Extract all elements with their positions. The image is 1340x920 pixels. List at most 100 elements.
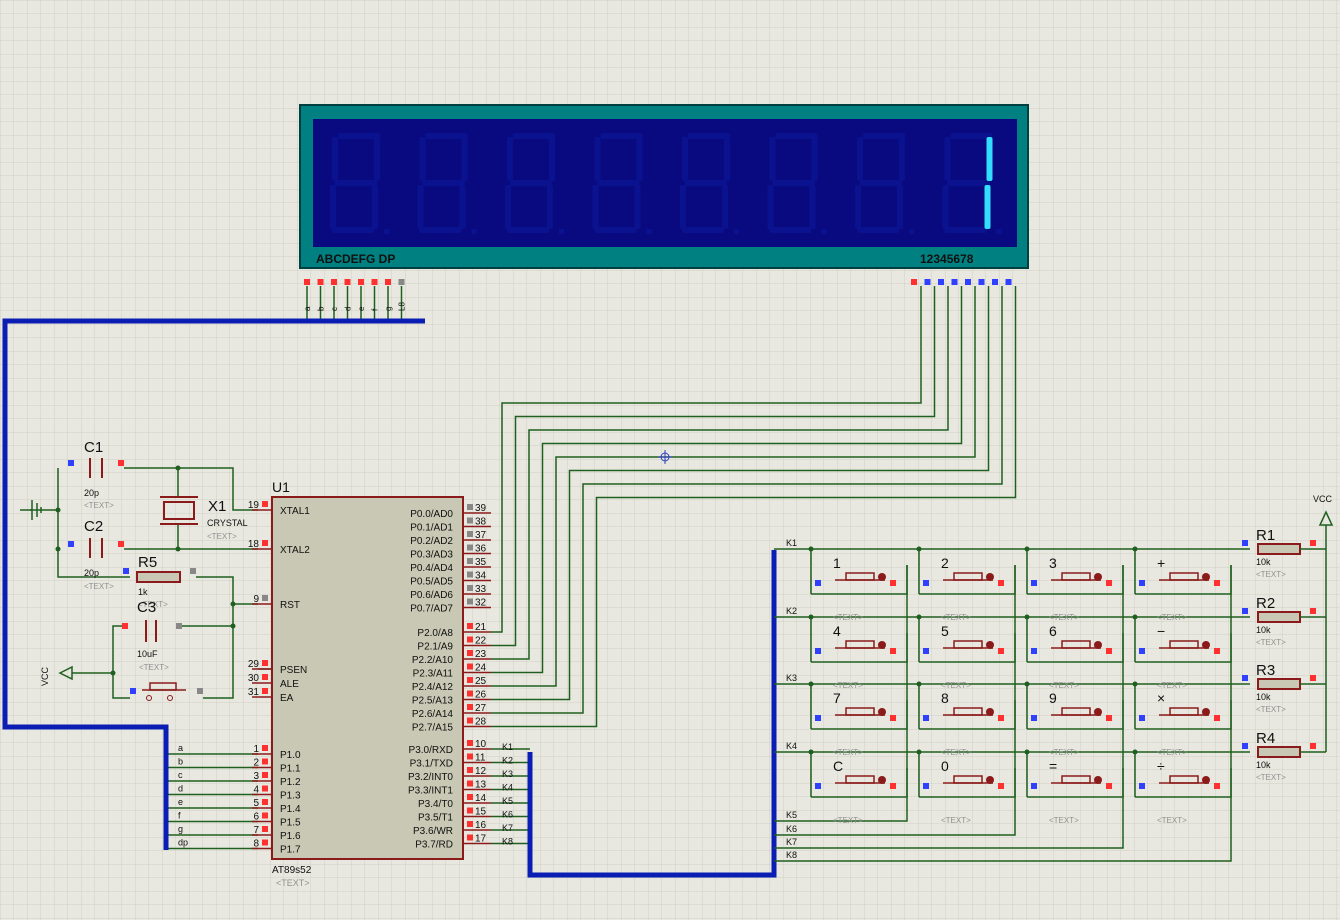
key-1-1[interactable]: 5<TEXT> xyxy=(916,614,1016,691)
capacitor-c1[interactable]: C1 20p <TEXT> xyxy=(68,439,124,510)
key-pin xyxy=(1214,783,1220,789)
mcu-pin-name: P0.1/AD1 xyxy=(410,523,453,534)
junction-dot xyxy=(110,670,116,676)
digit-3-segment-d xyxy=(507,227,549,233)
junction-dot xyxy=(175,465,181,471)
key-2-3[interactable]: ×<TEXT> xyxy=(1132,681,1232,758)
mcu-pin-name: P1.2 xyxy=(280,777,301,788)
r5-ref: R5 xyxy=(138,554,157,571)
mcu-pin-number: 2 xyxy=(253,758,259,769)
digit-4-segment-g xyxy=(597,180,640,186)
key-3-3[interactable]: ÷<TEXT> xyxy=(1132,749,1232,826)
mcu-pin-name: P1.7 xyxy=(280,845,301,856)
key-0-0[interactable]: 1<TEXT> xyxy=(808,546,908,623)
pullup-pin xyxy=(1310,540,1316,546)
mcu-pin-name: P1.6 xyxy=(280,831,301,842)
key-wire xyxy=(811,633,908,663)
resistor-r5[interactable]: R5 1k <TEXT> xyxy=(123,554,196,609)
digit-3-segment-c xyxy=(547,185,553,229)
c3-left xyxy=(112,625,122,673)
segment-pin-L8 xyxy=(398,279,405,285)
key-indicator xyxy=(986,573,994,581)
digit-1-segment-d xyxy=(332,227,374,233)
mcu-pin-name: P2.7/A15 xyxy=(412,723,454,734)
junction-dot xyxy=(808,749,814,755)
mcu-pin-marker xyxy=(262,745,268,751)
mcu-pin-marker xyxy=(262,785,268,792)
mcu-pin-name: P2.4/A12 xyxy=(412,682,454,693)
mcu-pin-marker xyxy=(262,595,268,601)
c3-ref: C3 xyxy=(137,599,156,616)
key-0-2[interactable]: 3<TEXT> xyxy=(1024,546,1124,623)
key-0-3[interactable]: +<TEXT> xyxy=(1132,546,1232,623)
key-3-2[interactable]: =<TEXT> xyxy=(1024,749,1124,826)
mcu-pin-name: PSEN xyxy=(280,665,307,676)
mcu-pin-name: XTAL2 xyxy=(280,545,310,556)
digit-5-segment-a xyxy=(688,133,730,139)
digit-8-segment-g xyxy=(947,180,990,186)
key-pin xyxy=(1214,648,1220,654)
crystal-x1[interactable]: X1 CRYSTAL <TEXT> xyxy=(160,496,248,541)
key-pin xyxy=(923,715,929,721)
capacitor-c3[interactable]: C3 10uF <TEXT> xyxy=(122,599,182,672)
mcu-pin-marker xyxy=(467,677,473,683)
junction-dot xyxy=(1024,546,1030,552)
key-wire xyxy=(1135,633,1232,663)
key-0-1[interactable]: 2<TEXT> xyxy=(916,546,1016,623)
key-1-0[interactable]: 4<TEXT> xyxy=(808,614,908,691)
mcu-pin-marker xyxy=(467,531,473,537)
key-2-1[interactable]: 8<TEXT> xyxy=(916,681,1016,758)
p1-net-label: c xyxy=(178,770,183,780)
key-3-1[interactable]: 0<TEXT> xyxy=(916,749,1016,826)
mcu-pin-marker xyxy=(467,767,473,773)
pullup-r4[interactable] xyxy=(1257,746,1301,758)
junction-dot xyxy=(1024,681,1030,687)
capacitor-c2[interactable]: C2 20p <TEXT> xyxy=(68,518,124,591)
key-3-0[interactable]: C<TEXT> xyxy=(808,749,908,826)
mcu-pin-number: 25 xyxy=(475,676,487,687)
key-label: 9 xyxy=(1049,690,1057,706)
key-wire xyxy=(811,700,908,730)
wires xyxy=(30,286,1017,850)
pullup-resistors: R110k<TEXT>R210k<TEXT>R310k<TEXT>R410k<T… xyxy=(1242,525,1327,782)
key-label: = xyxy=(1049,758,1057,774)
mcu-pin-marker xyxy=(467,834,473,841)
key-text: <TEXT> xyxy=(1049,748,1079,757)
mcu-pin-name: P1.3 xyxy=(280,791,301,802)
p3-net-label: K2 xyxy=(502,756,513,766)
pullup-r2[interactable] xyxy=(1257,611,1301,623)
key-2-0[interactable]: 7<TEXT> xyxy=(808,681,908,758)
key-2-2[interactable]: 9 <TEXT> xyxy=(1024,681,1124,758)
r5-value: 1k xyxy=(138,587,148,597)
pullup-r3[interactable] xyxy=(1257,678,1301,690)
mcu-pin-name: P1.4 xyxy=(280,804,301,815)
mcu-pin-marker xyxy=(467,663,473,670)
reset-button[interactable] xyxy=(130,682,203,701)
key-indicator xyxy=(1202,573,1210,581)
pullup-r1[interactable] xyxy=(1257,543,1301,555)
key-pin xyxy=(1106,580,1112,586)
ground-symbol xyxy=(20,500,42,520)
mcu-pin-name: P3.5/T1 xyxy=(418,813,453,824)
junction-dot xyxy=(1132,546,1138,552)
seven-segment-display[interactable]: ABCDEFG DP 12345678 xyxy=(299,104,1029,269)
digit-2-segment-b xyxy=(461,137,468,181)
segment-pin-e xyxy=(358,279,364,285)
mcu-pin-name: P3.3/INT1 xyxy=(408,786,453,797)
key-1-3[interactable]: −<TEXT> xyxy=(1132,614,1232,691)
segment-pin-c xyxy=(331,279,337,285)
mcu-pin-number: 18 xyxy=(248,539,260,550)
key-pin xyxy=(1031,648,1037,654)
key-1-2[interactable]: 6<TEXT> xyxy=(1024,614,1124,691)
x1-text: <TEXT> xyxy=(207,532,237,541)
digit-3-segment-e xyxy=(505,185,511,229)
digit-1-segment-f xyxy=(332,137,338,181)
key-indicator xyxy=(878,708,886,716)
mcu-pin-marker xyxy=(262,660,268,666)
microcontroller-u1[interactable]: U1 AT89s52 <TEXT> xyxy=(271,479,464,888)
mcu-pin-number: 5 xyxy=(253,798,259,809)
key-indicator xyxy=(1202,641,1210,649)
digit-4-segment-e xyxy=(592,185,599,229)
digit-5-segment-e xyxy=(680,185,686,229)
